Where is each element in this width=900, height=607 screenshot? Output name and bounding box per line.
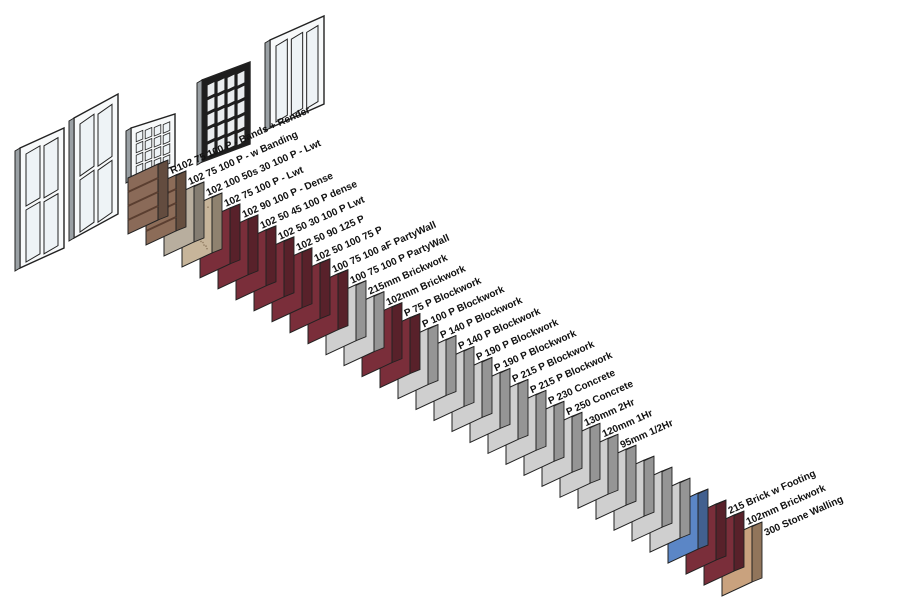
- dark-grid-window: [196, 60, 251, 166]
- tall-sash-window: [68, 92, 119, 242]
- wall-sample: [127, 159, 169, 235]
- wall-types-group: [127, 159, 763, 597]
- double-casement-window: [14, 126, 65, 272]
- window-types-group: [14, 14, 325, 272]
- triple-panel-window: [264, 14, 325, 132]
